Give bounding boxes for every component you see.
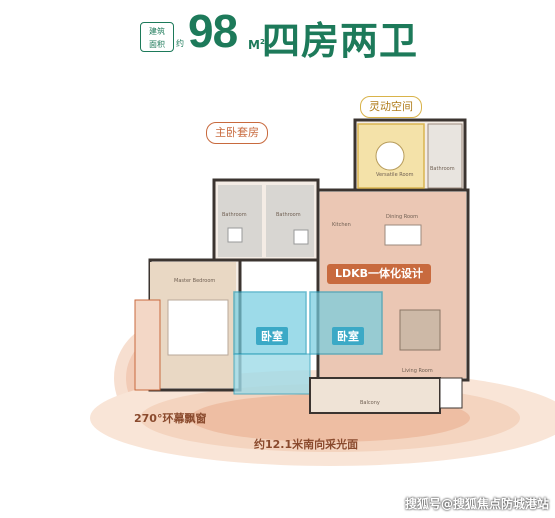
area-tag: 建筑 面积: [140, 22, 174, 52]
sofa: [399, 309, 441, 351]
room-label-bedroom-a: 卧室: [256, 327, 288, 345]
area-number: 98: [188, 5, 238, 57]
area-unit-text: M: [248, 38, 260, 52]
bathroom-mid-floor: [266, 185, 314, 257]
callout-flex-space: 灵动空间: [360, 96, 422, 118]
watermark: 搜狐号@搜狐焦点防城港站: [404, 497, 549, 511]
callout-master-suite: 主卧套房: [206, 122, 268, 144]
label-living-room: Living Room: [402, 368, 433, 374]
area-tag-line2: 面积: [149, 40, 165, 49]
callout-south-light: 约12.1米南向采光面: [254, 438, 359, 451]
area-unit: M2: [248, 38, 265, 52]
master-bay: [134, 299, 161, 391]
area-tag-suffix: 约: [176, 39, 184, 48]
bedroom-window-zone: [233, 353, 311, 395]
master-bed: [167, 299, 229, 356]
bathroom-mid-fixture: [293, 229, 309, 245]
flex-table: [375, 141, 405, 171]
label-versatile-room: Versatile Room: [376, 172, 414, 178]
flex-side-room: [427, 123, 463, 189]
label-bathroom-left: Bathroom: [222, 212, 247, 218]
balcony: [309, 377, 441, 414]
dining-table: [384, 224, 422, 246]
label-bathroom-right: Bathroom: [430, 166, 455, 172]
label-master-bedroom: Master Bedroom: [174, 278, 216, 284]
room-label-bedroom-b: 卧室: [332, 327, 364, 345]
callout-ldkb: LDKB一体化设计: [327, 264, 432, 284]
area-unit-sup: 2: [259, 38, 265, 46]
bathroom-left-floor: [218, 185, 262, 257]
label-bathroom-mid: Bathroom: [276, 212, 301, 218]
label-kitchen: Kitchen: [332, 222, 351, 228]
header: 建筑 面积 约 98 M2 四房两卫: [0, 4, 555, 63]
balcony-right-railing: [439, 377, 463, 409]
label-dining-room: Dining Room: [386, 214, 418, 220]
callout-bay-window: 270°环幕飘窗: [134, 412, 207, 425]
area-tag-line1: 建筑: [149, 27, 165, 36]
bathroom-left-fixture: [227, 227, 243, 243]
page-title: 四房两卫: [262, 19, 419, 63]
label-balcony: Balcony: [360, 400, 380, 406]
